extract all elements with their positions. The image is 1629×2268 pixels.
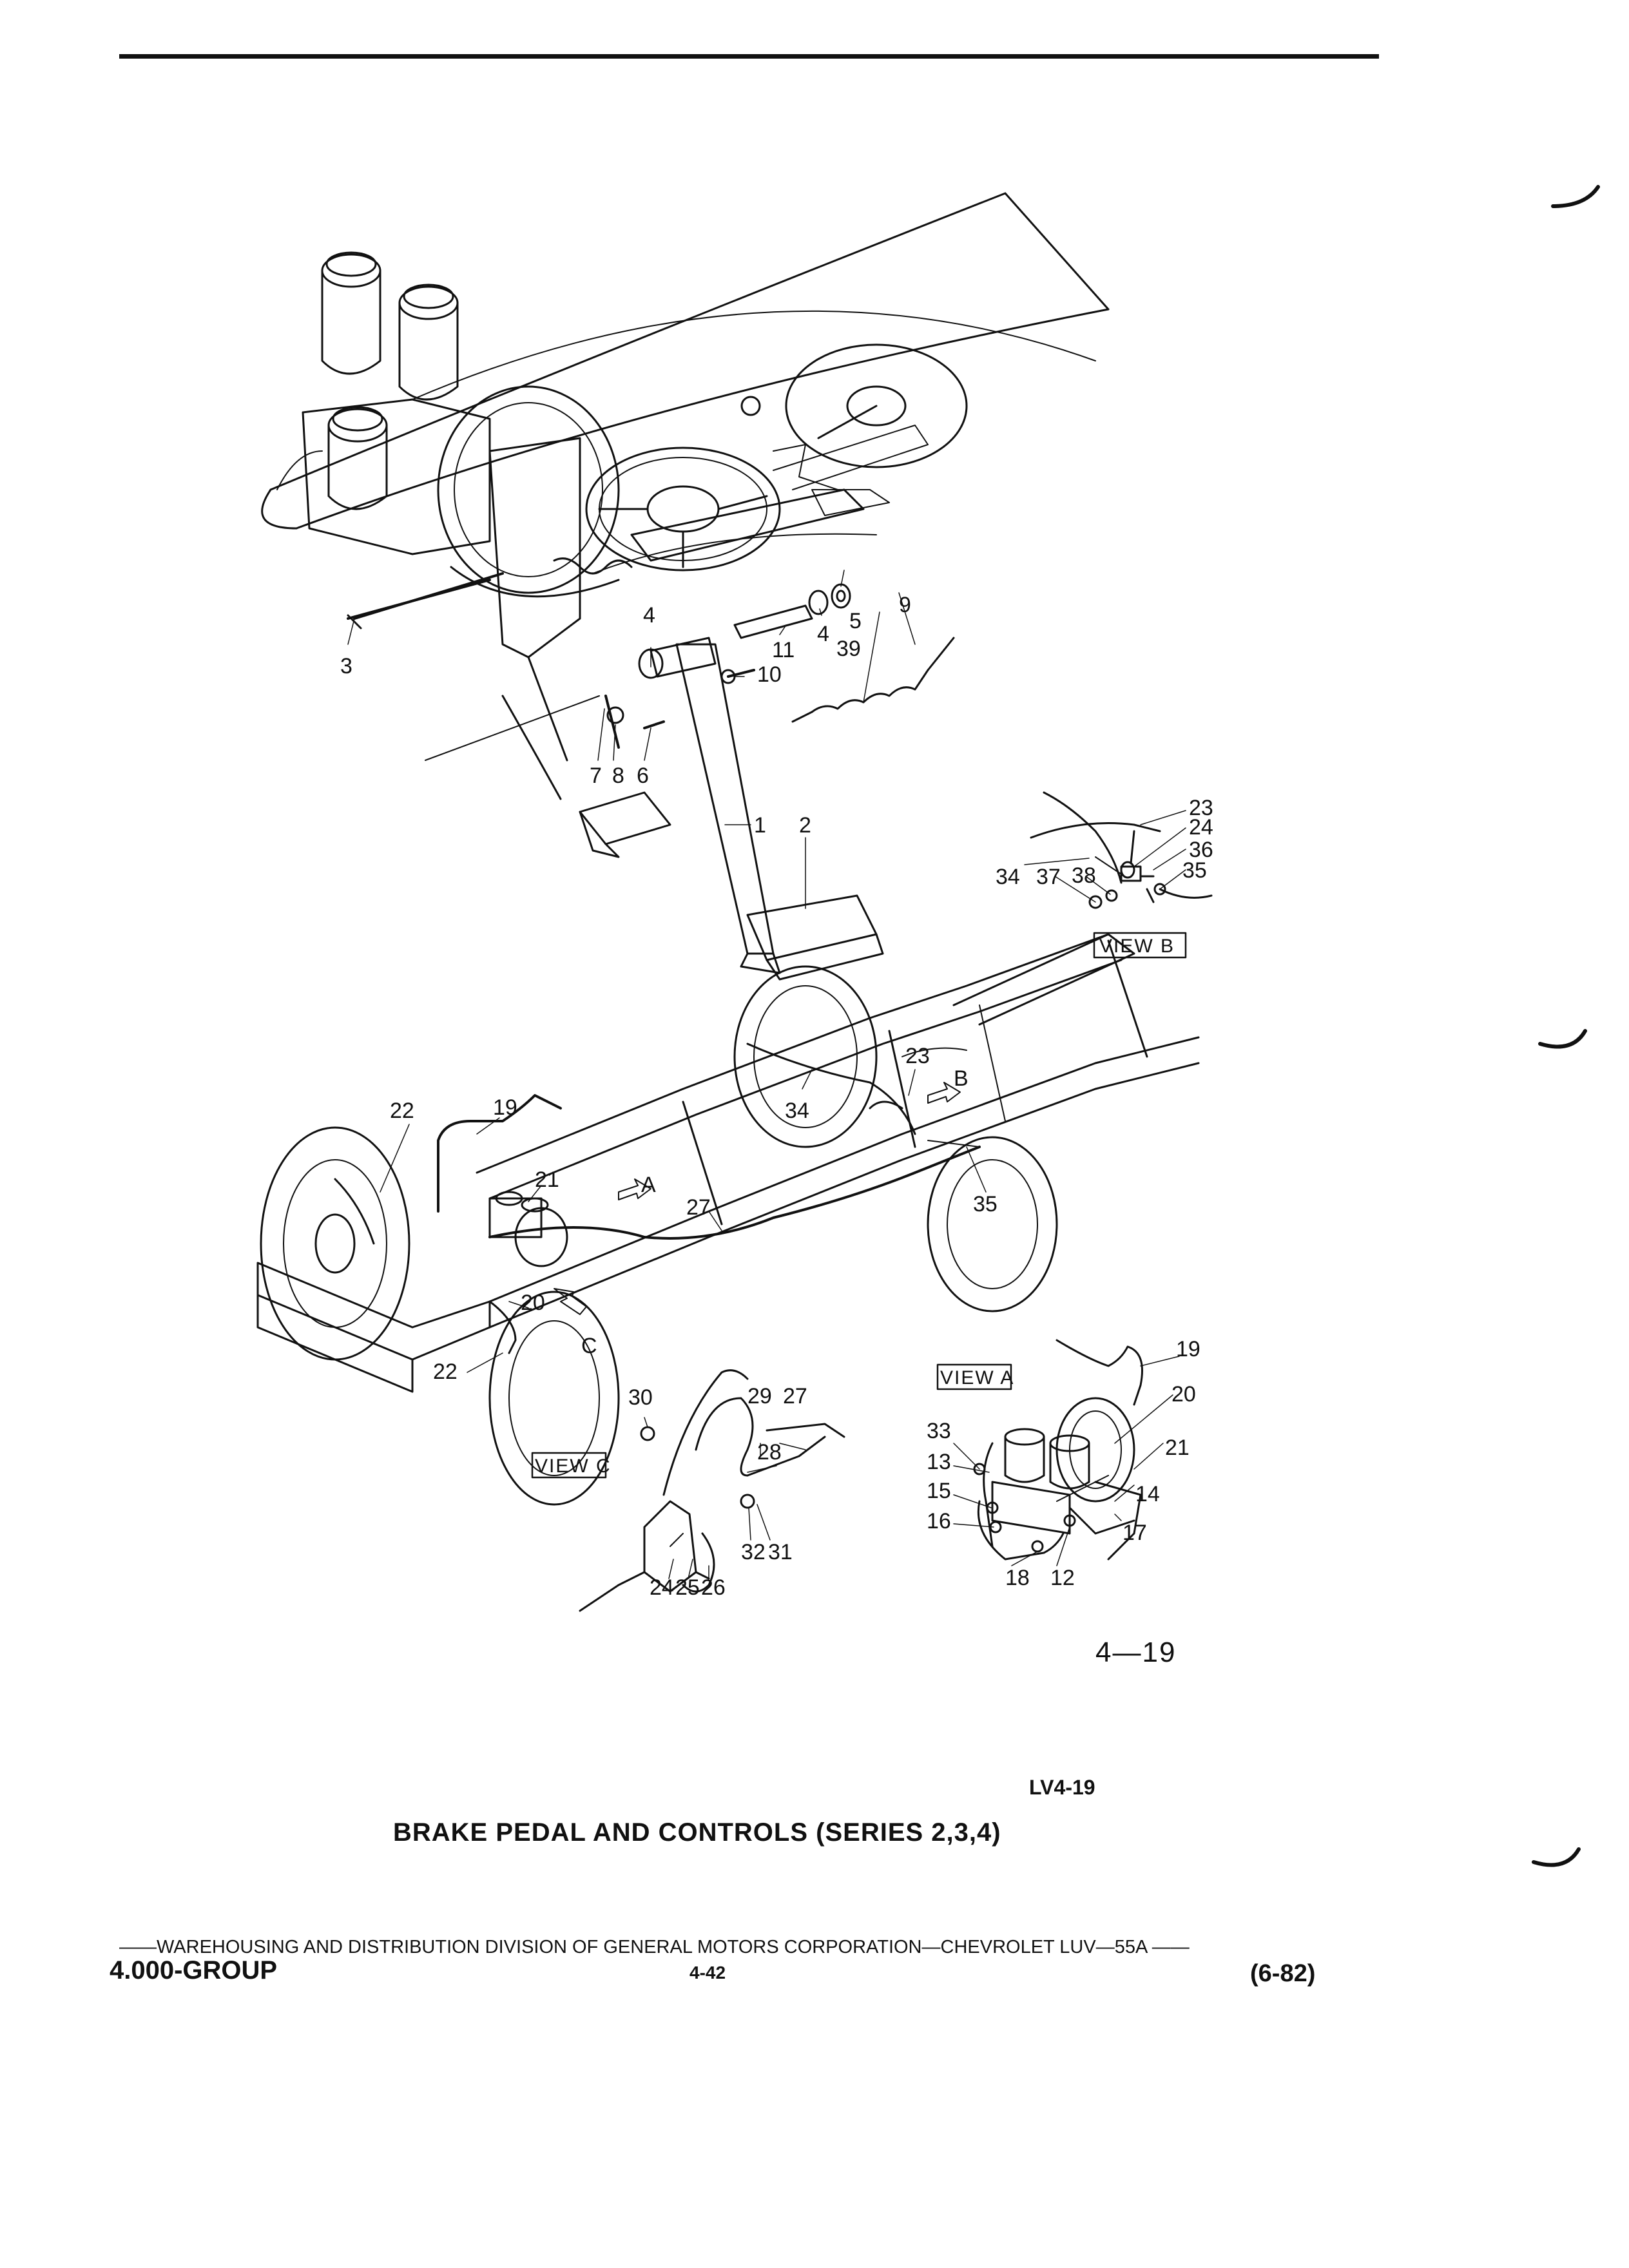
view-a-label: VIEW A	[940, 1367, 1014, 1389]
binder-mark-bottom	[1532, 1847, 1581, 1867]
callout-19b: 19	[1176, 1337, 1200, 1361]
callout-4: 4	[643, 603, 655, 628]
view-b-callouts: 23 24 36 35 34 37 38 VIEW B	[996, 796, 1213, 957]
callout-b: B	[954, 1066, 969, 1091]
callout-23: 23	[1189, 796, 1213, 820]
footer-group: 4.000-GROUP	[110, 1956, 278, 1984]
callout-1: 1	[754, 813, 766, 838]
callout-28: 28	[757, 1440, 782, 1465]
chassis-frame	[256, 933, 1200, 1506]
brake-pedal-diagram: 3 4 11 4 5 39 9 10 7 8 6 1 2 23 24 36 35…	[256, 192, 1213, 1612]
callout-17: 17	[1123, 1521, 1147, 1545]
callout-24b: 24	[650, 1575, 674, 1600]
footer-division-line: ——WAREHOUSING AND DISTRIBUTION DIVISION …	[119, 1937, 1190, 1957]
callout-30: 30	[628, 1385, 653, 1410]
callout-35: 35	[1182, 858, 1207, 883]
view-a-callouts: 19 20 21 33 13 15 16 14 17 18 12 VIEW A	[927, 1337, 1200, 1590]
callout-38: 38	[1072, 863, 1096, 888]
callout-6: 6	[637, 764, 649, 788]
chassis-callouts: 22 19 21 A 27 23 B 34 35 20 C 22	[390, 1044, 998, 1384]
callout-35b: 35	[973, 1192, 998, 1216]
view-b-inset	[1030, 791, 1213, 909]
callout-c: C	[581, 1334, 597, 1358]
view-a-inset	[973, 1339, 1143, 1561]
callout-34: 34	[996, 865, 1020, 889]
callout-31: 31	[768, 1540, 793, 1564]
callout-33: 33	[927, 1419, 951, 1443]
upper-pedal-assembly	[261, 192, 1110, 981]
callout-20: 20	[521, 1291, 545, 1315]
callout-27: 27	[686, 1195, 711, 1220]
footer-page-number: 4-42	[689, 1963, 726, 1983]
callout-36: 36	[1189, 838, 1213, 862]
callout-19: 19	[493, 1095, 517, 1120]
callout-37: 37	[1036, 865, 1061, 889]
upper-callouts: 3 4 11 4 5 39 9 10 7 8 6 1 2	[340, 593, 911, 838]
figure-caption: BRAKE PEDAL AND CONTROLS (SERIES 2,3,4)	[393, 1818, 1001, 1847]
binder-mark-top	[1551, 185, 1600, 208]
view-c-inset	[579, 1369, 845, 1612]
callout-18: 18	[1005, 1566, 1030, 1590]
callout-11: 11	[772, 638, 795, 662]
view-a-box	[936, 1363, 1012, 1390]
view-b-box	[1093, 932, 1187, 959]
binder-mark-middle	[1538, 1029, 1587, 1049]
callout-14: 14	[1135, 1482, 1160, 1506]
callout-24: 24	[1189, 815, 1213, 840]
callout-5: 5	[849, 609, 862, 633]
callout-32: 32	[741, 1540, 766, 1564]
callout-13: 13	[927, 1450, 951, 1474]
callout-21: 21	[535, 1168, 559, 1192]
callout-a: A	[641, 1173, 656, 1197]
callout-2: 2	[799, 813, 811, 838]
callout-29: 29	[747, 1384, 772, 1408]
callout-9: 9	[899, 593, 911, 617]
callout-27b: 27	[783, 1384, 807, 1408]
view-c-box	[531, 1452, 607, 1479]
callout-10: 10	[757, 662, 782, 687]
view-b-label: VIEW B	[1099, 936, 1175, 957]
callout-34b: 34	[785, 1099, 809, 1123]
callout-25: 25	[675, 1575, 700, 1600]
top-rule	[119, 54, 1379, 59]
callout-7: 7	[590, 764, 602, 788]
callout-15: 15	[927, 1479, 951, 1503]
callout-12: 12	[1050, 1566, 1075, 1590]
callout-3: 3	[340, 654, 352, 678]
footer-date: (6-82)	[1250, 1960, 1316, 1987]
figure-number: 4—19	[1095, 1637, 1177, 1668]
callout-21b: 21	[1165, 1436, 1190, 1460]
callout-8: 8	[612, 764, 624, 788]
callout-4b: 4	[817, 622, 829, 646]
callout-22b: 22	[433, 1360, 458, 1384]
callout-20b: 20	[1171, 1382, 1196, 1407]
callout-16: 16	[927, 1509, 951, 1533]
callout-39: 39	[836, 637, 861, 661]
callout-23b: 23	[905, 1044, 930, 1068]
callout-22: 22	[390, 1099, 414, 1123]
leader-lines	[347, 570, 1186, 1579]
figure-code: LV4-19	[1029, 1776, 1095, 1799]
callout-26: 26	[701, 1575, 726, 1600]
view-c-callouts: 30 29 27 28 24 25 26 32 31 VIEW C	[535, 1384, 807, 1600]
view-c-label: VIEW C	[535, 1456, 612, 1477]
